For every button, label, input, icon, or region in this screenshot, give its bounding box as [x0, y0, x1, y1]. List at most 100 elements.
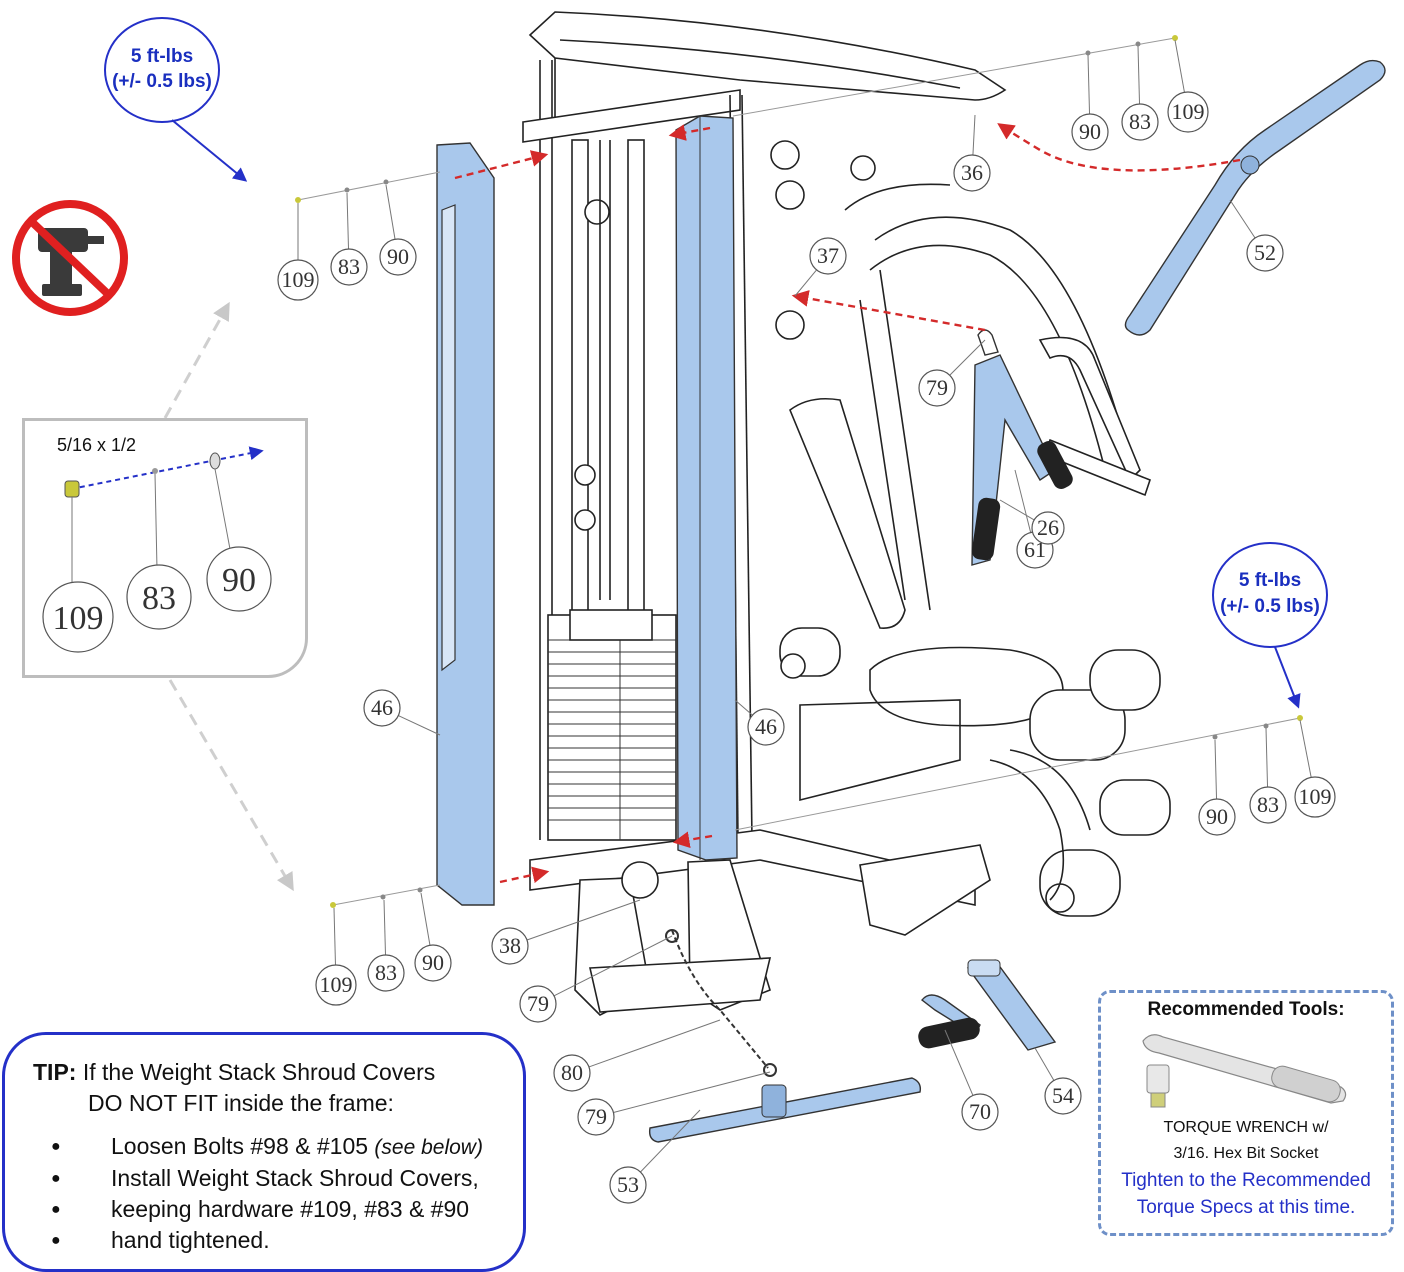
leader-line	[383, 899, 387, 956]
torque-wrench-icon	[1142, 1034, 1347, 1108]
tip-box: TIP: If the Weight Stack Shroud Covers D…	[2, 1032, 526, 1272]
gym-frame	[522, 11, 1171, 1016]
leader-line	[553, 935, 673, 997]
bolt-icon	[64, 480, 80, 498]
tools-note-line2: Torque Specs at this time.	[1136, 1197, 1356, 1218]
part-number: 90	[1079, 119, 1101, 144]
roller-pads	[779, 627, 1171, 917]
torque-callout-right: 5 ft-lbs (+/- 0.5 lbs)	[1212, 542, 1328, 709]
leader-line	[1214, 739, 1218, 800]
torque-line1: 5 ft-lbs	[131, 46, 193, 67]
svg-text:83: 83	[142, 580, 176, 617]
part-callout-36: 36	[953, 114, 991, 192]
part-number: 46	[755, 714, 777, 739]
part-callout-80: 80	[553, 1019, 721, 1092]
straight-bar	[648, 1077, 922, 1143]
leader-line	[398, 715, 441, 736]
part-number: 83	[1257, 792, 1279, 817]
bolt-size-label: 5/16 x 1/2	[57, 435, 137, 455]
part-callout-38: 38	[491, 899, 641, 965]
part-callout-109: 109	[1294, 719, 1336, 818]
part-callout-79: 79	[918, 339, 986, 407]
svg-text:90: 90	[222, 562, 256, 599]
assembly-arrows	[454, 123, 1241, 884]
leader-line	[1087, 54, 1091, 115]
leader-line	[346, 192, 350, 250]
leader-line	[794, 269, 817, 297]
torque-line2: (+/- 0.5 lbs)	[1220, 596, 1320, 617]
leader-line	[588, 1019, 721, 1068]
weight-plates	[548, 615, 676, 840]
tip-bullet-continuation: keeping hardware #109, #83 & #90	[33, 1194, 515, 1225]
part-number: 90	[422, 950, 444, 975]
leader-line	[1299, 719, 1312, 778]
part-callout-83: 83	[1121, 45, 1159, 141]
leader-line	[613, 1071, 771, 1113]
tools-note-line1: Tighten to the Recommended	[1121, 1170, 1371, 1191]
part-number: 54	[1052, 1083, 1074, 1108]
leader-line	[640, 1109, 701, 1173]
part-callout-109: 109	[1167, 39, 1209, 133]
leader-line	[1174, 39, 1185, 93]
exploded-assembly-diagram: 5 ft-lbs (+/- 0.5 lbs) 5 ft-lbs (+/- 0.5…	[12, 11, 1386, 1204]
leader-line	[385, 184, 396, 240]
part-number: 80	[561, 1060, 583, 1085]
part-number: 26	[1037, 515, 1059, 540]
hardware-dots	[295, 35, 1303, 908]
tip-line1: If the Weight Stack Shroud Covers	[82, 1059, 436, 1085]
torque-callout-top: 5 ft-lbs (+/- 0.5 lbs)	[104, 17, 248, 182]
part-number: 70	[969, 1099, 991, 1124]
tool-name-line1: TORQUE WRENCH w/	[1163, 1119, 1329, 1136]
tip-bullet: Loosen Bolts #98 & #105 (see below)	[33, 1131, 515, 1163]
tricep-handle	[971, 329, 1073, 566]
part-callout-79: 79	[519, 935, 673, 1023]
leader-line	[944, 1029, 974, 1096]
part-callout-90: 90	[379, 184, 417, 276]
inset-callout-90: 90	[206, 546, 272, 612]
part-callout-90: 90	[414, 892, 452, 982]
part-callout-90: 90	[1071, 54, 1109, 151]
leader-line	[1034, 1047, 1055, 1081]
part-number: 83	[1129, 109, 1151, 134]
leader-line	[949, 339, 986, 376]
part-number: 83	[338, 254, 360, 279]
part-number: 83	[375, 960, 397, 985]
part-callout-70: 70	[944, 1029, 999, 1131]
part-callout-26: 26	[999, 499, 1065, 545]
tool-name-line2: 3/16. Hex Bit Socket	[1173, 1145, 1319, 1162]
part-number: 109	[1299, 784, 1332, 809]
leader-line	[333, 907, 336, 966]
stirrup-handle	[918, 994, 981, 1049]
inset-callout-109: 109	[42, 581, 114, 653]
shroud-cover-right	[675, 115, 738, 861]
tip-heading: TIP: If the Weight Stack Shroud Covers	[33, 1057, 515, 1088]
part-callout-83: 83	[330, 192, 368, 286]
leader-line	[734, 699, 753, 716]
leader-line	[526, 899, 641, 941]
no-power-drill-icon	[12, 200, 128, 316]
part-callout-109: 109	[315, 907, 357, 1006]
inset-callout-83: 83	[126, 564, 192, 630]
flat-washer-icon	[209, 452, 221, 470]
part-callout-37: 37	[794, 237, 847, 297]
part-callout-53: 53	[609, 1109, 701, 1204]
part-callout-83: 83	[367, 899, 405, 992]
recommended-tools-box: Recommended Tools: TORQUE WRENCH w/ 3/16…	[1098, 990, 1394, 1236]
tip-line2: DO NOT FIT inside the frame:	[88, 1090, 394, 1116]
leader-line	[420, 892, 431, 946]
part-number: 61	[1024, 537, 1046, 562]
part-number: 36	[961, 160, 983, 185]
torque-line1: 5 ft-lbs	[1239, 570, 1301, 591]
tip-bullet-list: Loosen Bolts #98 & #105 (see below) Inst…	[33, 1131, 515, 1256]
inset-pointer-arrows	[163, 301, 294, 892]
lock-washer-icon	[152, 468, 158, 474]
part-number: 52	[1254, 240, 1276, 265]
part-number: 90	[1206, 804, 1228, 829]
shroud-cover-left	[436, 142, 495, 906]
lat-bar	[1124, 59, 1386, 336]
leader-line	[1137, 45, 1141, 105]
part-number: 37	[817, 243, 839, 268]
tip-bullet: Install Weight Stack Shroud Covers,	[33, 1163, 515, 1194]
part-callout-54: 54	[1034, 1047, 1082, 1115]
